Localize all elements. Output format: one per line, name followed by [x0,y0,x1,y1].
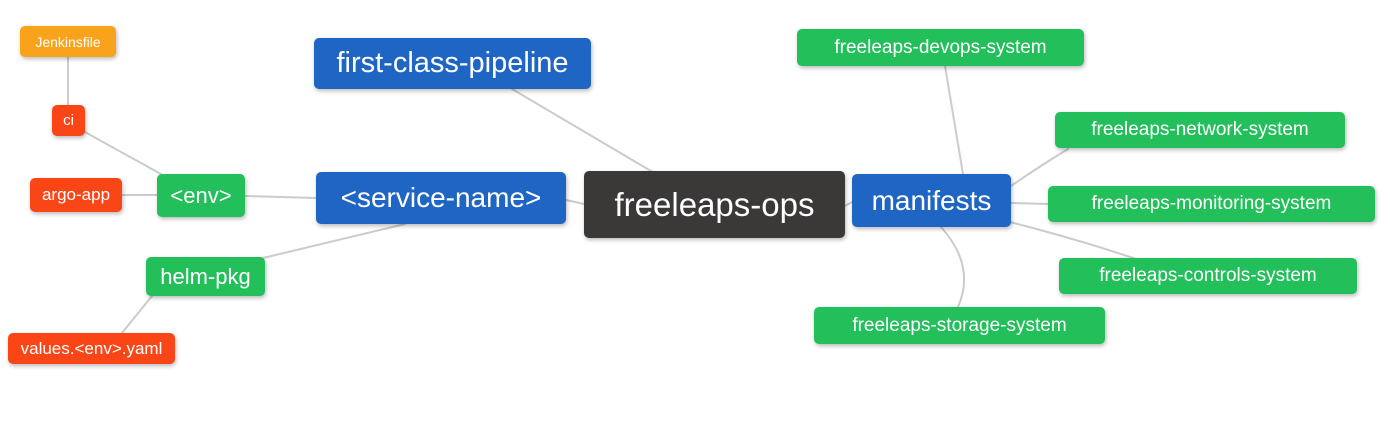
edge-manifests-to-freeleaps-devops-system [944,65,964,175]
node-label: freeleaps-network-system [1091,119,1309,140]
node-env[interactable]: <env> [157,174,245,217]
node-label: freeleaps-ops [614,185,815,223]
node-freeleaps-monitoring-system[interactable]: freeleaps-monitoring-system [1048,186,1375,222]
node-label: helm-pkg [160,263,251,289]
edge-manifests-to-freeleaps-storage-system [940,226,966,308]
node-service-name[interactable]: <service-name> [316,172,566,224]
edge-env-to-service-name [244,195,317,199]
node-label: freeleaps-storage-system [852,314,1067,336]
edge-manifests-to-freeleaps-monitoring-system [1010,202,1049,205]
node-label: values.<env>.yaml [20,338,163,358]
node-label: first-class-pipeline [336,47,569,79]
node-label: freeleaps-monitoring-system [1091,193,1332,214]
edge-freeleaps-ops-to-manifests [844,201,853,207]
node-label: manifests [871,184,992,216]
node-freeleaps-devops-system[interactable]: freeleaps-devops-system [797,29,1084,66]
node-freeleaps-ops[interactable]: freeleaps-ops [584,171,845,238]
node-label: Jenkinsfile [35,33,101,50]
edge-values-env-yaml-to-helm-pkg [121,295,153,334]
node-label: <env> [170,182,232,208]
edge-manifests-to-freeleaps-network-system [1010,148,1069,187]
node-label: freeleaps-devops-system [834,36,1047,58]
node-ci[interactable]: ci [52,105,85,136]
node-label: <service-name> [340,182,542,213]
node-jenkinsfile[interactable]: Jenkinsfile [20,26,116,57]
edge-manifests-to-freeleaps-controls-system [1009,221,1137,260]
edge-helm-pkg-to-service-name [262,223,406,259]
edge-service-name-to-freeleaps-ops [565,199,585,205]
node-helm-pkg[interactable]: helm-pkg [146,257,265,296]
node-values-env-yaml[interactable]: values.<env>.yaml [8,333,175,364]
edge-first-class-pipeline-to-freeleaps-ops [511,88,657,175]
edge-ci-to-env [84,131,169,179]
node-manifests[interactable]: manifests [852,174,1011,227]
node-argo-app[interactable]: argo-app [30,178,122,212]
node-freeleaps-controls-system[interactable]: freeleaps-controls-system [1059,258,1357,294]
node-label: freeleaps-controls-system [1099,265,1317,286]
node-label: argo-app [41,185,111,204]
node-freeleaps-network-system[interactable]: freeleaps-network-system [1055,112,1345,148]
node-first-class-pipeline[interactable]: first-class-pipeline [314,38,591,89]
node-freeleaps-storage-system[interactable]: freeleaps-storage-system [814,307,1105,344]
node-label: ci [63,112,74,129]
